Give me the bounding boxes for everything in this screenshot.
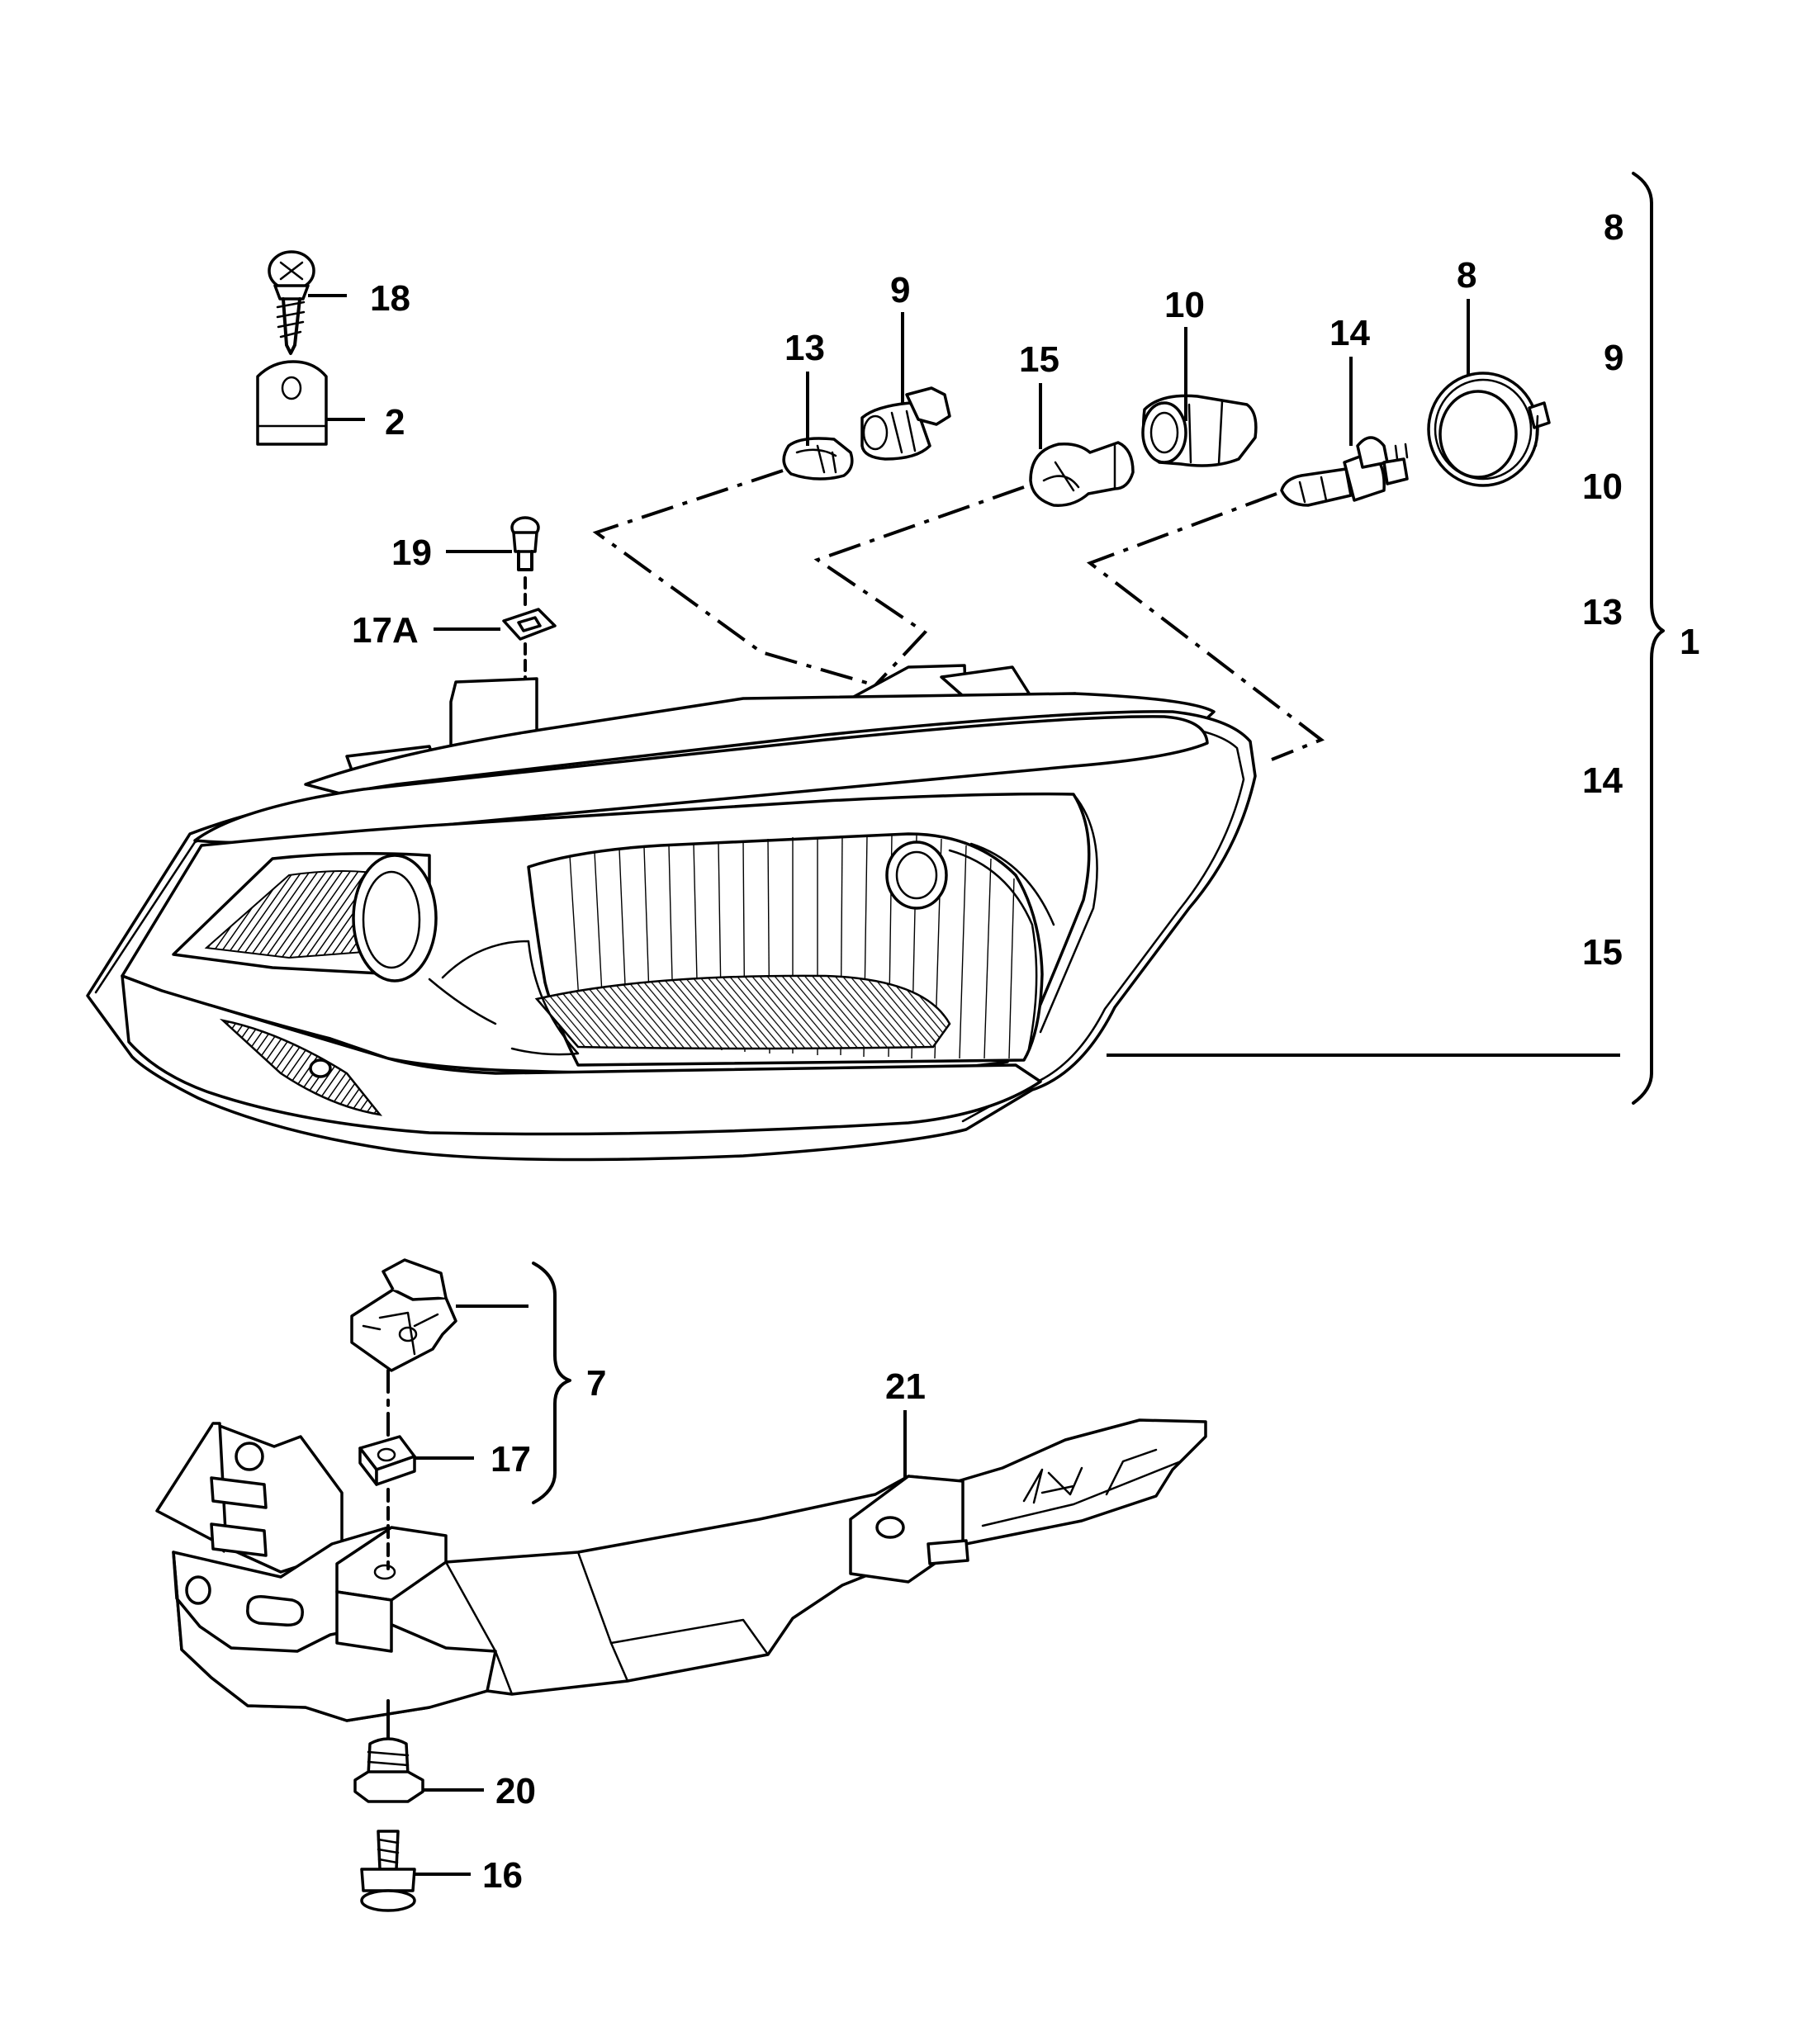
screw-18 (268, 250, 347, 355)
callout-10: 10 (1164, 285, 1205, 325)
assembly-list-item: 9 (1604, 338, 1623, 378)
assembly-list-item: 15 (1582, 932, 1623, 973)
callout-2: 2 (385, 402, 405, 443)
assembly-list-item: 14 (1582, 760, 1623, 801)
spacer-20 (353, 1699, 484, 1803)
nut-17 (358, 1435, 474, 1570)
callout-18: 18 (370, 278, 410, 319)
callout-14: 14 (1329, 313, 1370, 353)
callout-19: 19 (391, 533, 432, 573)
callout-8: 8 (1457, 255, 1476, 296)
callout-labels: 18 2 19 17A 13 9 15 10 14 8 8 9 10 13 14… (352, 207, 1699, 1896)
bulb-15 (1029, 383, 1135, 507)
socket-9 (860, 312, 951, 461)
callout-20: 20 (495, 1771, 536, 1811)
bulb-14 (1280, 357, 1409, 507)
clip-2 (256, 360, 365, 446)
assembly-lines (592, 469, 1325, 761)
ring-8 (1427, 299, 1551, 487)
callout-7: 7 (586, 1363, 606, 1404)
callout-17: 17 (491, 1439, 531, 1480)
clip-7 (350, 1258, 528, 1438)
callout-21: 21 (885, 1366, 926, 1407)
callout-17a: 17A (352, 610, 419, 651)
callout-9: 9 (890, 270, 910, 310)
assembly-list-item: 13 (1582, 592, 1623, 632)
bolt-16 (360, 1830, 471, 1912)
bracket-21 (155, 1410, 1207, 1722)
nut-17a (434, 576, 557, 687)
screw-19 (446, 516, 540, 571)
callout-16: 16 (482, 1855, 523, 1896)
assembly-list-item: 10 (1582, 466, 1623, 507)
callout-15: 15 (1019, 339, 1059, 380)
callout-1: 1 (1680, 622, 1699, 662)
brace-clip-7 (532, 1262, 571, 1504)
bulb-13 (782, 372, 854, 481)
headlamp-assembly (86, 664, 1620, 1162)
brace-assembly-1 (1632, 172, 1665, 1105)
callout-13: 13 (784, 328, 825, 368)
socket-10 (1141, 327, 1258, 467)
assembly-list-item: 8 (1604, 207, 1623, 248)
